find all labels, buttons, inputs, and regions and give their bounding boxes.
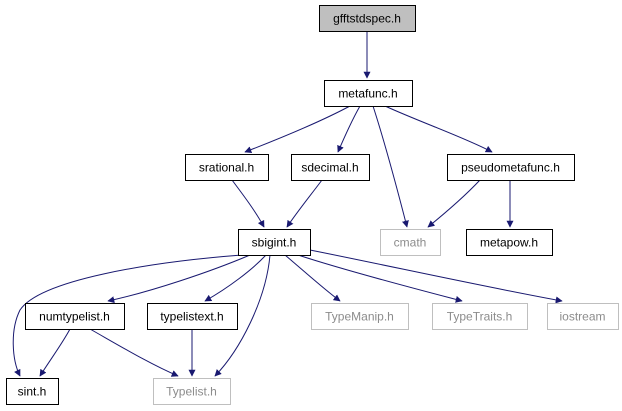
node-cmath: cmath: [380, 229, 441, 256]
node-box-pseudometafunc: [447, 154, 575, 181]
node-srational[interactable]: srational.h: [185, 154, 269, 181]
edge-metafunc-to-cmath: [372, 105, 409, 228]
node-box-typelist: [153, 378, 231, 405]
node-label-pseudometafunc: pseudometafunc.h: [461, 161, 560, 175]
edge-metafunc-to-srational: [244, 105, 351, 153]
node-label-typelist: Typelist.h: [166, 385, 217, 399]
edge-sbigint-to-typelistext: [204, 254, 267, 302]
edge-sbigint-to-sint: [12, 254, 243, 377]
node-label-numtypelist: numtypelist.h: [39, 310, 110, 324]
node-label-typemanip: TypeManip.h: [325, 310, 394, 324]
node-label-cmath: cmath: [394, 236, 427, 250]
node-box-typemanip: [311, 303, 409, 330]
node-label-typelistext: typelistext.h: [160, 310, 223, 324]
node-numtypelist[interactable]: numtypelist.h: [25, 303, 125, 330]
edge-metafunc-to-pseudometafunc: [384, 105, 493, 153]
node-label-sint: sint.h: [18, 385, 47, 399]
edge-numtypelist-to-typelist: [89, 328, 179, 377]
node-label-srational: srational.h: [199, 161, 254, 175]
node-sbigint[interactable]: sbigint.h: [238, 229, 311, 256]
edge-metafunc-to-sdecimal: [337, 105, 361, 153]
node-typemanip: TypeManip.h: [311, 303, 409, 330]
edge-sbigint-to-numtypelist: [107, 254, 251, 304]
node-label-typetraits: TypeTraits.h: [447, 310, 513, 324]
node-metapow[interactable]: metapow.h: [466, 229, 553, 256]
node-box-metafunc: [324, 80, 413, 107]
node-box-sbigint: [238, 229, 311, 256]
node-iostream: iostream: [547, 303, 619, 330]
node-metafunc[interactable]: metafunc.h: [324, 80, 413, 107]
node-label-gfftstdspec: gfftstdspec.h: [333, 12, 401, 26]
edge-sbigint-to-typetraits: [297, 254, 463, 303]
edge-sbigint-to-iostream: [309, 249, 563, 304]
node-box-sint: [6, 378, 59, 405]
node-label-metafunc: metafunc.h: [338, 87, 397, 101]
node-label-metapow: metapow.h: [480, 236, 538, 250]
edge-sbigint-to-typelist: [214, 254, 271, 377]
edge-pseudometafunc-to-cmath: [427, 179, 481, 228]
edges-layer: [12, 31, 563, 377]
node-sint[interactable]: sint.h: [6, 378, 59, 405]
node-label-iostream: iostream: [559, 310, 605, 324]
node-box-sdecimal: [291, 154, 370, 181]
node-typetraits: TypeTraits.h: [432, 303, 528, 330]
edge-srational-to-sbigint: [231, 179, 265, 228]
node-label-sbigint: sbigint.h: [252, 236, 297, 250]
node-box-metapow: [466, 229, 553, 256]
node-pseudometafunc[interactable]: pseudometafunc.h: [447, 154, 575, 181]
edge-numtypelist-to-sint: [39, 328, 71, 377]
node-box-numtypelist: [25, 303, 125, 330]
node-label-sdecimal: sdecimal.h: [301, 161, 358, 175]
edge-sbigint-to-typemanip: [284, 254, 341, 302]
node-sdecimal[interactable]: sdecimal.h: [291, 154, 370, 181]
node-box-typelistext: [147, 303, 238, 330]
nodes-layer: gfftstdspec.h metafunc.h srational.h sdecim…: [6, 5, 619, 405]
node-gfftstdspec[interactable]: gfftstdspec.h: [319, 5, 416, 32]
node-box-gfftstdspec: [319, 5, 416, 32]
node-box-iostream: [547, 303, 619, 330]
edge-sdecimal-to-sbigint: [286, 179, 323, 228]
node-typelist: Typelist.h: [153, 378, 231, 405]
node-box-typetraits: [432, 303, 528, 330]
node-typelistext[interactable]: typelistext.h: [147, 303, 238, 330]
node-box-srational: [185, 154, 269, 181]
node-box-cmath: [380, 229, 441, 256]
